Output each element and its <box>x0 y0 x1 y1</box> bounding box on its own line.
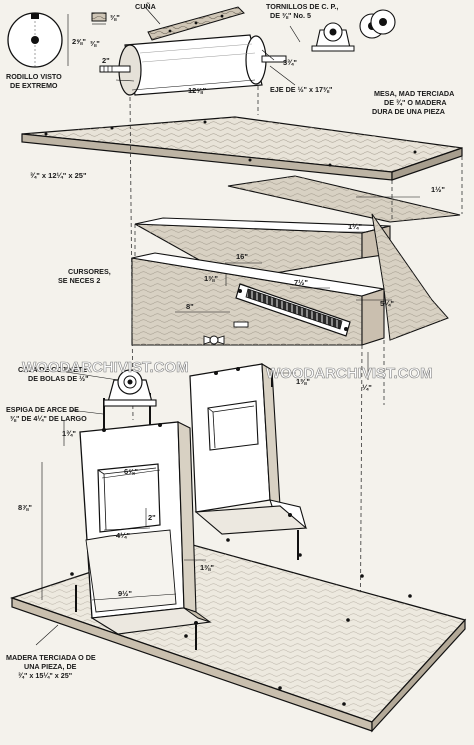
dim-3-3-4: 3¾" <box>283 58 297 67</box>
dim-6-5-8: 6⅝" <box>124 467 138 476</box>
wedge-strip <box>147 6 245 41</box>
label-cursores-1: CURSORES, <box>68 267 111 276</box>
dim-1-1-2: 1½" <box>431 185 445 194</box>
label-mesa-1: MESA, MAD TERCIADA <box>374 89 454 98</box>
dim-4-1-4: 4¼" <box>116 531 130 540</box>
dim-8: 8" <box>186 302 194 311</box>
wing-nut <box>203 321 249 345</box>
dim-1-3-4: 1¾" <box>62 429 76 438</box>
watermark-left: WOODARCHIVIST.COM <box>22 359 189 376</box>
label-rodillo-1: RODILLO VISTO <box>6 72 62 81</box>
label-cursores-2: SE NECES 2 <box>58 276 100 285</box>
labels: CUÑA TORNILLOS DE C. P., DE ⅜" No. 5 ROD… <box>6 2 454 680</box>
dim-16: 16" <box>236 252 248 261</box>
roller-end-view <box>7 12 63 68</box>
dim-1-3-8b: 1⅜" <box>296 377 310 386</box>
dim-1-1-4: 1¼" <box>348 222 362 231</box>
pulley-wheels <box>359 9 396 39</box>
label-eje: EJE DE ½" x 17⅜" <box>270 85 332 94</box>
slot-gauge <box>235 283 351 337</box>
dim-5-1-4: 5¼" <box>380 299 394 308</box>
wedge-block <box>91 12 107 22</box>
label-tornillos-2: DE ⅜" No. 5 <box>270 11 311 20</box>
front-upright <box>75 393 212 650</box>
dim-1-3-8: 1⅜" <box>204 274 218 283</box>
watermark-right: WOODARCHIVIST.COM <box>266 365 433 382</box>
dim-3-8-left: ⅜" <box>90 39 100 48</box>
label-espiga-2: ⅜" DE 4¼" DE LARGO <box>10 414 87 423</box>
dim-lines-uprights <box>35 371 296 646</box>
watermarks: WOODARCHIVIST.COM WOODARCHIVIST.COM <box>22 359 433 383</box>
dim-7-1-2: 7½" <box>294 278 308 287</box>
drum-roller <box>99 34 287 96</box>
dim-1-4: ¼" <box>362 383 372 392</box>
dim-lines-top <box>67 6 301 91</box>
rear-upright <box>189 362 308 560</box>
label-tornillos-1: TORNILLOS DE C. P., <box>266 2 338 11</box>
table-top <box>21 116 463 181</box>
dimension-labels: ⅜" 2⅝" ⅜" 2" 12⅝" 3¾" ¾" x 12¼" x 25" 1½… <box>18 13 445 598</box>
bearing-block <box>103 369 157 407</box>
label-cuna: CUÑA <box>135 2 156 11</box>
dim-8-7-8: 8⅞" <box>18 503 32 512</box>
dim-2-5-8: 2⅝" <box>72 37 86 46</box>
label-caja-1: CAJA DE COJINETE <box>18 365 87 374</box>
slide-guide-upper <box>134 217 391 281</box>
pillow-block-top <box>311 22 355 52</box>
label-espiga-1: ESPIGA DE ARCE DE <box>6 405 79 414</box>
dim-2: 2" <box>102 56 110 65</box>
dim-lines-guides <box>175 196 420 380</box>
label-mesa-2: DE ¾" O MADERA <box>384 98 447 107</box>
label-mesa-3: DURA DE UNA PIEZA <box>372 107 445 116</box>
dim-12-5-8: 12⅝" <box>188 86 207 95</box>
dim-2b: 2" <box>148 513 156 522</box>
dim-3-8-top: ⅜" <box>110 13 120 22</box>
base-board <box>9 538 467 733</box>
wedge-guide-back <box>227 175 461 223</box>
dim-1-3-8c: 1⅜" <box>200 563 214 572</box>
dim-table: ¾" x 12¼" x 25" <box>30 171 87 180</box>
label-madera-1: MADERA TERCIADA O DE <box>6 653 96 662</box>
label-caja-2: DE BOLAS DE ½" <box>28 374 89 383</box>
label-madera-2: UNA PIEZA, DE <box>24 662 77 671</box>
dim-9-1-2: 9½" <box>118 589 132 598</box>
label-rodillo-2: DE EXTREMO <box>10 81 58 90</box>
label-madera-3: ¾" x 15¼" x 25" <box>18 671 72 680</box>
